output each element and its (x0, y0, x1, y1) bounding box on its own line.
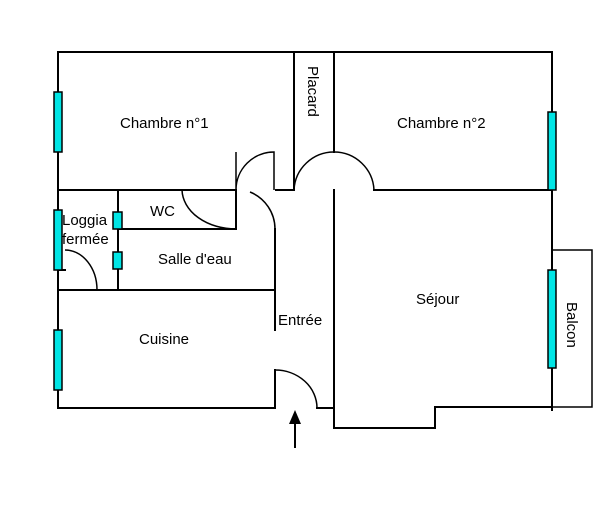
window-chambre2 (547, 111, 557, 191)
label-placard: Placard (304, 66, 321, 117)
label-balcon: Balcon (563, 302, 580, 348)
window-chambre1 (53, 91, 63, 153)
door-entrance[interactable] (274, 369, 318, 409)
up-arrow-icon (289, 410, 301, 448)
label-fermee: fermée (62, 231, 109, 248)
label-cuisine: Cuisine (139, 331, 189, 348)
balcony-outline (552, 249, 593, 408)
door-salle-eau[interactable] (249, 191, 276, 230)
label-salle-eau: Salle d'eau (158, 251, 232, 268)
door-placard[interactable] (293, 151, 335, 191)
label-wc: WC (150, 203, 175, 220)
interior-walls (57, 51, 553, 409)
label-loggia: Loggia (62, 212, 108, 229)
room-labels: Chambre n°1 Placard Chambre n°2 WC Loggi… (62, 66, 580, 348)
door-chambre1[interactable] (235, 151, 275, 191)
window-sejour (547, 269, 557, 369)
label-entree: Entrée (278, 312, 322, 329)
label-sejour: Séjour (416, 291, 459, 308)
windows (53, 91, 557, 391)
label-chambre2: Chambre n°2 (397, 115, 486, 132)
window-cuisine (53, 329, 63, 391)
label-chambre1: Chambre n°1 (120, 115, 209, 132)
window-wc (112, 211, 123, 230)
window-salle-eau (112, 251, 123, 270)
door-loggia[interactable] (64, 249, 98, 291)
door-chambre2[interactable] (333, 151, 375, 191)
doors (64, 151, 375, 409)
window-loggia (53, 209, 63, 271)
door-wc[interactable] (181, 189, 237, 230)
